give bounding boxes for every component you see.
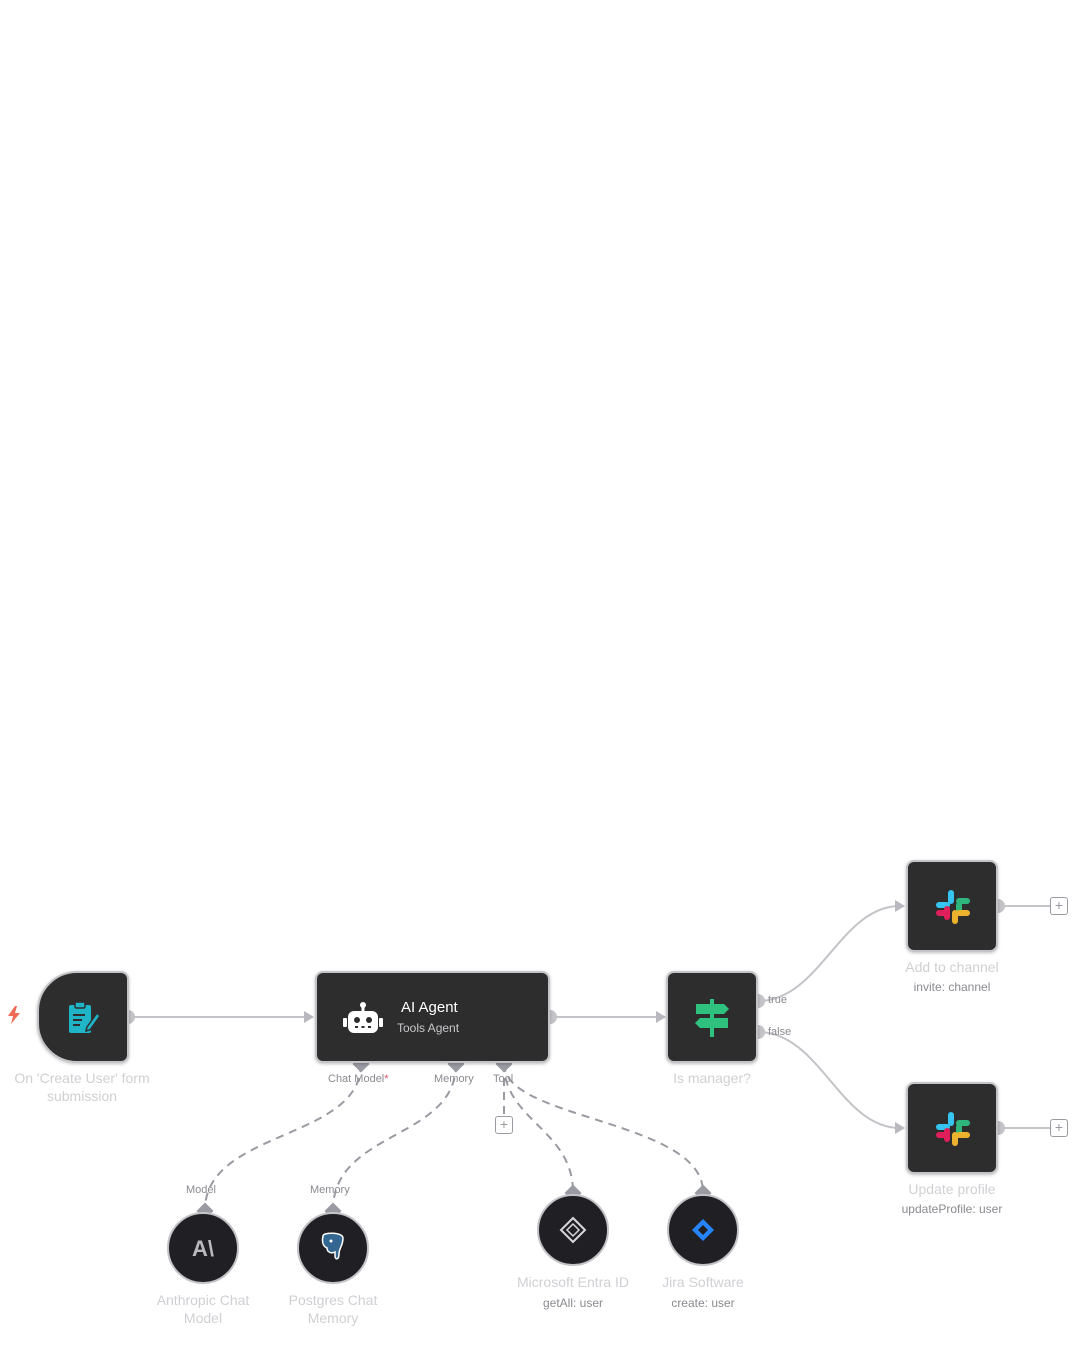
jira-icon bbox=[692, 1219, 714, 1241]
postgres-port-label: Memory bbox=[310, 1184, 350, 1196]
postgres-node[interactable] bbox=[297, 1212, 369, 1284]
add-to-channel-node[interactable] bbox=[906, 860, 998, 952]
update-profile-label: Update profile bbox=[908, 1181, 996, 1197]
entra-node[interactable] bbox=[537, 1194, 609, 1266]
signpost-icon bbox=[695, 999, 729, 1037]
add-after-channel-button[interactable]: + bbox=[1050, 897, 1068, 915]
jira-sub: create: user bbox=[671, 1296, 735, 1310]
connection-model bbox=[204, 1063, 362, 1211]
anthropic-node[interactable]: A\ bbox=[167, 1212, 239, 1284]
connection-true-branch bbox=[757, 905, 901, 1002]
entra-diamond-icon bbox=[559, 1216, 587, 1244]
add-tool-button[interactable]: + bbox=[495, 1116, 513, 1134]
trigger-label-2: submission bbox=[46, 1088, 118, 1104]
memory-port-label: Memory bbox=[434, 1073, 474, 1085]
trigger-node[interactable] bbox=[37, 971, 129, 1063]
form-icon bbox=[69, 1001, 101, 1033]
entra-label: Microsoft Entra ID bbox=[516, 1274, 630, 1290]
chat-model-port-label: Chat Model* bbox=[328, 1073, 389, 1085]
update-profile-sub: updateProfile: user bbox=[901, 1202, 1003, 1216]
slack-icon bbox=[936, 1112, 970, 1146]
if-node[interactable] bbox=[666, 971, 758, 1063]
anthropic-port-label: Model bbox=[186, 1184, 216, 1196]
anthropic-label-1: Anthropic Chat bbox=[156, 1292, 250, 1308]
add-after-profile-button[interactable]: + bbox=[1050, 1119, 1068, 1137]
postgres-label-1: Postgres Chat bbox=[288, 1292, 378, 1308]
elephant-icon bbox=[321, 1232, 344, 1260]
lightning-icon bbox=[8, 1006, 20, 1024]
add-to-channel-sub: invite: channel bbox=[913, 980, 991, 994]
connection-memory bbox=[332, 1063, 457, 1211]
if-label: Is manager? bbox=[673, 1070, 751, 1086]
slack-icon bbox=[936, 890, 970, 924]
jira-label: Jira Software bbox=[662, 1274, 744, 1290]
connection-tool-entra bbox=[503, 1063, 574, 1193]
true-port-label: true bbox=[768, 994, 787, 1006]
entra-sub: getAll: user bbox=[542, 1296, 604, 1310]
ai-agent-node[interactable]: AI Agent Tools Agent bbox=[315, 971, 550, 1063]
add-to-channel-label: Add to channel bbox=[905, 959, 999, 975]
agent-subtitle: Tools Agent bbox=[397, 1021, 460, 1035]
postgres-label-2: Memory bbox=[307, 1310, 359, 1326]
trigger-label-1: On 'Create User' form bbox=[14, 1070, 150, 1086]
connection-false-branch bbox=[757, 1031, 901, 1129]
tool-port-label: Tool bbox=[493, 1073, 514, 1085]
anthropic-icon: A\ bbox=[192, 1236, 214, 1261]
false-port-label: false bbox=[768, 1026, 792, 1038]
jira-node[interactable] bbox=[667, 1194, 739, 1266]
update-profile-node[interactable] bbox=[906, 1082, 998, 1174]
robot-icon bbox=[343, 1002, 383, 1033]
agent-title: AI Agent bbox=[401, 999, 458, 1016]
anthropic-label-2: Model bbox=[183, 1310, 223, 1326]
